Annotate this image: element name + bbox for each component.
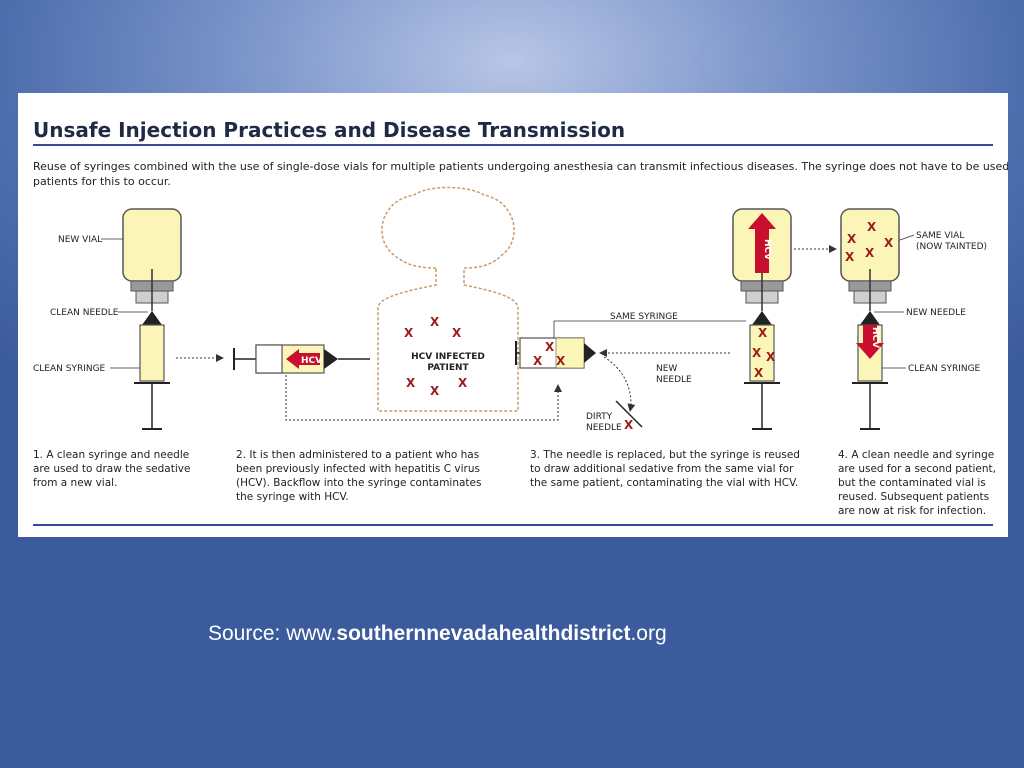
- svg-text:but the contaminated vial is: but the contaminated vial is: [838, 477, 986, 489]
- label-clean-syringe-2: CLEAN SYRINGE: [908, 364, 981, 374]
- label-clean-syringe: CLEAN SYRINGE: [33, 364, 106, 374]
- svg-text:reused. Subsequent patients: reused. Subsequent patients: [838, 491, 989, 503]
- step1-syringe: [134, 311, 170, 430]
- syringe-hcv-label: HCV: [870, 327, 880, 348]
- syringe-x: X: [752, 346, 762, 360]
- label-same-vial: SAME VIAL: [916, 231, 964, 241]
- patient-x: X: [430, 315, 440, 329]
- svg-text:the syringe with HCV.: the syringe with HCV.: [236, 491, 349, 503]
- svg-text:from a new vial.: from a new vial.: [33, 477, 117, 489]
- label-dirty-needle: NEEDLE: [586, 423, 622, 433]
- vial-x: X: [847, 232, 857, 246]
- dirty-needle-x: X: [624, 418, 634, 432]
- patient-x: X: [404, 326, 414, 340]
- svg-text:3. The needle is replaced, but: 3. The needle is replaced, but the syrin…: [530, 449, 800, 461]
- source-prefix: Source: www.: [208, 622, 337, 645]
- svg-text:1. A clean syringe and needle: 1. A clean syringe and needle: [33, 449, 189, 461]
- label-new: NEW: [656, 364, 677, 374]
- svg-text:2. It is then administered to: 2. It is then administered to a patient …: [236, 449, 479, 461]
- patient-x: X: [458, 376, 468, 390]
- step1-vial: [122, 208, 182, 311]
- label-new-needle: NEW NEEDLE: [906, 308, 966, 318]
- source-credit: Source: www.southernnevadahealthdistrict…: [208, 622, 667, 646]
- label-now-tainted: (NOW TAINTED): [916, 242, 987, 252]
- label-needle: NEEDLE: [656, 375, 692, 385]
- syringe-x: X: [533, 354, 543, 368]
- label-clean-needle: CLEAN NEEDLE: [50, 308, 119, 318]
- step3-syringe: [515, 337, 596, 369]
- caption-step-3: 3. The needle is replaced, but the syrin…: [530, 449, 800, 489]
- label-dirty: DIRTY: [586, 412, 613, 422]
- caption-step-1: 1. A clean syringe and needle are used t…: [33, 449, 190, 489]
- flow-arrow-2: [285, 375, 562, 421]
- diagram-panel: Unsafe Injection Practices and Disease T…: [18, 93, 1008, 537]
- source-suffix: .org: [630, 622, 667, 645]
- patient-x: X: [452, 326, 462, 340]
- syringe-x: X: [556, 354, 566, 368]
- step3-vertical-syringe: [744, 311, 780, 430]
- syringe-x: X: [545, 340, 555, 354]
- vial-x: X: [884, 236, 894, 250]
- subtitle-line-1: Reuse of syringes combined with the use …: [33, 160, 1008, 173]
- vial-x: X: [865, 246, 875, 260]
- patient-silhouette: [377, 186, 519, 412]
- svg-text:are used for a second patient,: are used for a second patient,: [838, 463, 996, 475]
- vial-x: X: [845, 250, 855, 264]
- step2-syringe: HCV: [233, 344, 370, 374]
- step4-vial: [840, 208, 900, 311]
- dirty-needle-arrow: [603, 356, 636, 412]
- svg-text:are used to draw the sedative: are used to draw the sedative: [33, 463, 190, 475]
- svg-text:are now at risk for infection.: are now at risk for infection.: [838, 505, 986, 517]
- step3-vial: HCV: [732, 208, 792, 311]
- source-domain: southernnevadahealthdistrict: [336, 622, 631, 645]
- patient-x: X: [406, 376, 416, 390]
- step4-syringe: HCV: [852, 311, 888, 430]
- svg-text:to draw additional sedative fr: to draw additional sedative from the sam…: [530, 463, 794, 475]
- svg-text:(HCV). Backflow into the syrin: (HCV). Backflow into the syringe contami…: [236, 477, 481, 489]
- figure-title: Unsafe Injection Practices and Disease T…: [33, 118, 625, 142]
- label-new-vial: NEW VIAL: [58, 235, 102, 245]
- svg-text:the same patient, contaminatin: the same patient, contaminating the vial…: [530, 477, 798, 489]
- syringe-x: X: [754, 366, 764, 380]
- step2-hcv-label: HCV: [301, 356, 322, 366]
- label-hcv-infected: HCV INFECTED: [411, 352, 485, 362]
- syringe-x: X: [758, 326, 768, 340]
- svg-text:4. A clean needle and syringe: 4. A clean needle and syringe: [838, 449, 994, 461]
- caption-step-4: 4. A clean needle and syringe are used f…: [838, 449, 996, 517]
- caption-step-2: 2. It is then administered to a patient …: [236, 449, 481, 503]
- vial-x: X: [867, 220, 877, 234]
- diagram-canvas: Unsafe Injection Practices and Disease T…: [33, 118, 1008, 526]
- subtitle-line-2: patients for this to occur.: [33, 175, 171, 188]
- dirty-needle: [615, 400, 643, 428]
- vial-hcv-label: HCV: [762, 239, 772, 260]
- label-same-syringe: SAME SYRINGE: [610, 312, 678, 322]
- syringe-x: X: [766, 350, 776, 364]
- patient-x: X: [430, 384, 440, 398]
- label-patient: PATIENT: [427, 363, 469, 373]
- svg-text:been previously infected with: been previously infected with hepatitis …: [236, 463, 480, 475]
